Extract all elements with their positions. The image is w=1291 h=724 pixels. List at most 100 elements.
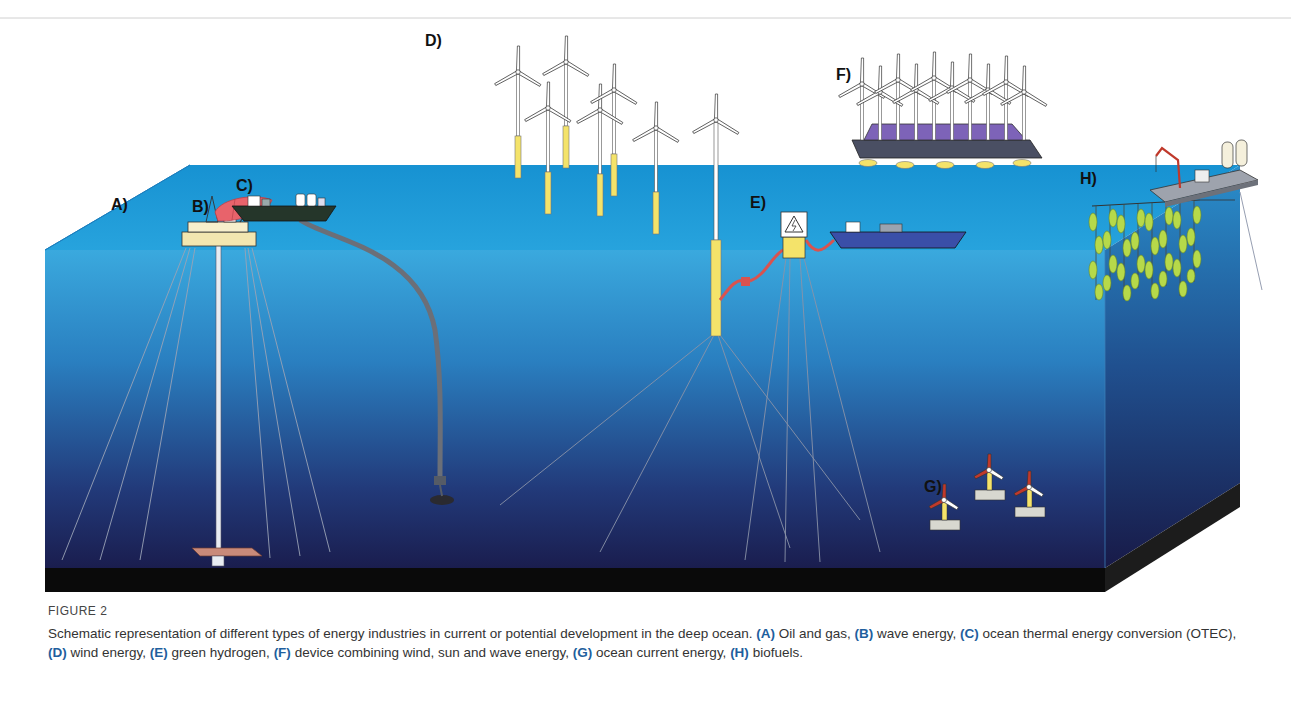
hybrid-platform	[852, 140, 1042, 158]
oil-platform	[188, 222, 248, 232]
hydrogen-platform	[806, 240, 834, 250]
top-rule	[0, 18, 1291, 19]
callout-letter: D)	[425, 32, 442, 50]
otec-ship	[232, 194, 454, 505]
seaweed-farm	[1179, 281, 1187, 297]
figure-caption: Schematic representation of different ty…	[48, 624, 1248, 662]
wind-farm	[611, 154, 617, 196]
hybrid-platform	[915, 90, 918, 140]
seaweed-farm	[1137, 209, 1145, 227]
hybrid-platform	[987, 90, 990, 140]
seaweed-farm	[1131, 273, 1139, 289]
ocean-block	[1105, 250, 1106, 568]
hybrid-platform	[864, 124, 1026, 140]
otec-ship	[318, 198, 325, 206]
hydrogen-platform	[720, 212, 966, 562]
seaweed-farm	[1103, 231, 1111, 249]
tidal-turbines	[929, 454, 1045, 530]
ocean-block	[45, 165, 1240, 592]
hybrid-platform	[1013, 160, 1031, 167]
callout-letter: E)	[750, 194, 766, 212]
ocean-block	[45, 165, 190, 250]
hybrid-platform	[861, 84, 864, 140]
oil-platform	[140, 248, 195, 560]
hybrid-platform	[933, 78, 936, 140]
seaweed-farm	[1117, 215, 1125, 233]
callout-letter: F)	[836, 66, 851, 84]
oil-platform	[216, 244, 221, 562]
wind-farm	[599, 112, 602, 174]
wind-farm	[597, 174, 603, 216]
tidal-turbines	[975, 490, 1005, 500]
hydrogen-platform	[846, 222, 860, 232]
oil-platform	[212, 556, 224, 566]
oil-platform	[252, 248, 330, 552]
seaweed-farm	[1131, 232, 1139, 250]
oil-platform	[62, 248, 330, 560]
callout-letter: B)	[192, 198, 209, 216]
callout-letter: H)	[1080, 170, 1097, 188]
seaweed-farm	[1165, 207, 1173, 225]
hybrid-platform	[976, 162, 994, 169]
seaweed-farm	[1179, 235, 1187, 253]
hydrogen-platform	[785, 216, 803, 232]
floating-turbine	[600, 335, 714, 552]
hybrid-platform	[969, 80, 972, 140]
seaweed-farm	[1103, 275, 1111, 291]
hybrid-platform	[1005, 82, 1008, 140]
tidal-turbines	[974, 454, 1004, 480]
otec-ship	[262, 199, 270, 206]
otec-ship	[296, 194, 305, 206]
hybrid-platform	[897, 80, 900, 140]
hybrid-platform	[1023, 92, 1026, 140]
hydrogen-platform	[792, 220, 796, 231]
hybrid-platform	[859, 160, 877, 167]
hydrogen-platform	[800, 258, 820, 562]
seaweed-farm	[1200, 200, 1235, 201]
hybrid-platform	[839, 52, 1048, 169]
hybrid-platform	[1001, 66, 1048, 106]
hydrogen-platform	[830, 232, 966, 248]
seaweed-farm	[1145, 213, 1153, 231]
seaweed-farm	[1193, 206, 1201, 224]
tidal-turbines	[930, 520, 960, 530]
otec-ship	[307, 194, 316, 206]
seaweed-farm	[1095, 236, 1103, 254]
hydrogen-platform	[750, 250, 783, 281]
seaweed-farm	[1109, 209, 1117, 227]
oil-platform	[100, 248, 190, 560]
oil-platform	[248, 248, 300, 556]
seaweed-farm	[1151, 237, 1159, 255]
otec-ship	[248, 196, 260, 206]
hydrogen-platform	[880, 224, 902, 232]
seaweed-farm	[1193, 250, 1201, 268]
wind-farm	[591, 64, 638, 104]
biofuel-platform	[1240, 192, 1262, 290]
otec-ship	[440, 485, 442, 496]
tidal-turbines	[1015, 507, 1045, 517]
seaweed-farm	[1187, 228, 1195, 246]
hydrogen-platform	[785, 258, 790, 562]
hydrogen-platform	[783, 237, 805, 258]
biofuel-platform	[1156, 148, 1180, 188]
seaweed-farm	[1089, 213, 1097, 231]
wind-farm	[633, 102, 680, 142]
oil-platform	[62, 196, 330, 566]
seaweed-farm	[1123, 239, 1131, 257]
callout-letter: C)	[236, 177, 253, 195]
hybrid-platform	[896, 162, 914, 169]
wind-farm	[563, 126, 569, 168]
tidal-turbines	[1014, 471, 1044, 497]
floating-turbine	[720, 335, 860, 520]
seaweed-farm	[1145, 261, 1153, 279]
wind-farm	[613, 92, 616, 154]
biofuel-platform	[1236, 140, 1247, 166]
otec-ship	[300, 220, 440, 478]
otec-ship	[434, 476, 446, 485]
seaweed-farm	[1173, 211, 1181, 229]
figure-number: FIGURE 2	[48, 604, 107, 618]
seaweed-farm	[1159, 230, 1167, 248]
wind-farm	[515, 126, 659, 234]
wind-farm	[543, 36, 590, 76]
hybrid-platform	[936, 162, 954, 169]
